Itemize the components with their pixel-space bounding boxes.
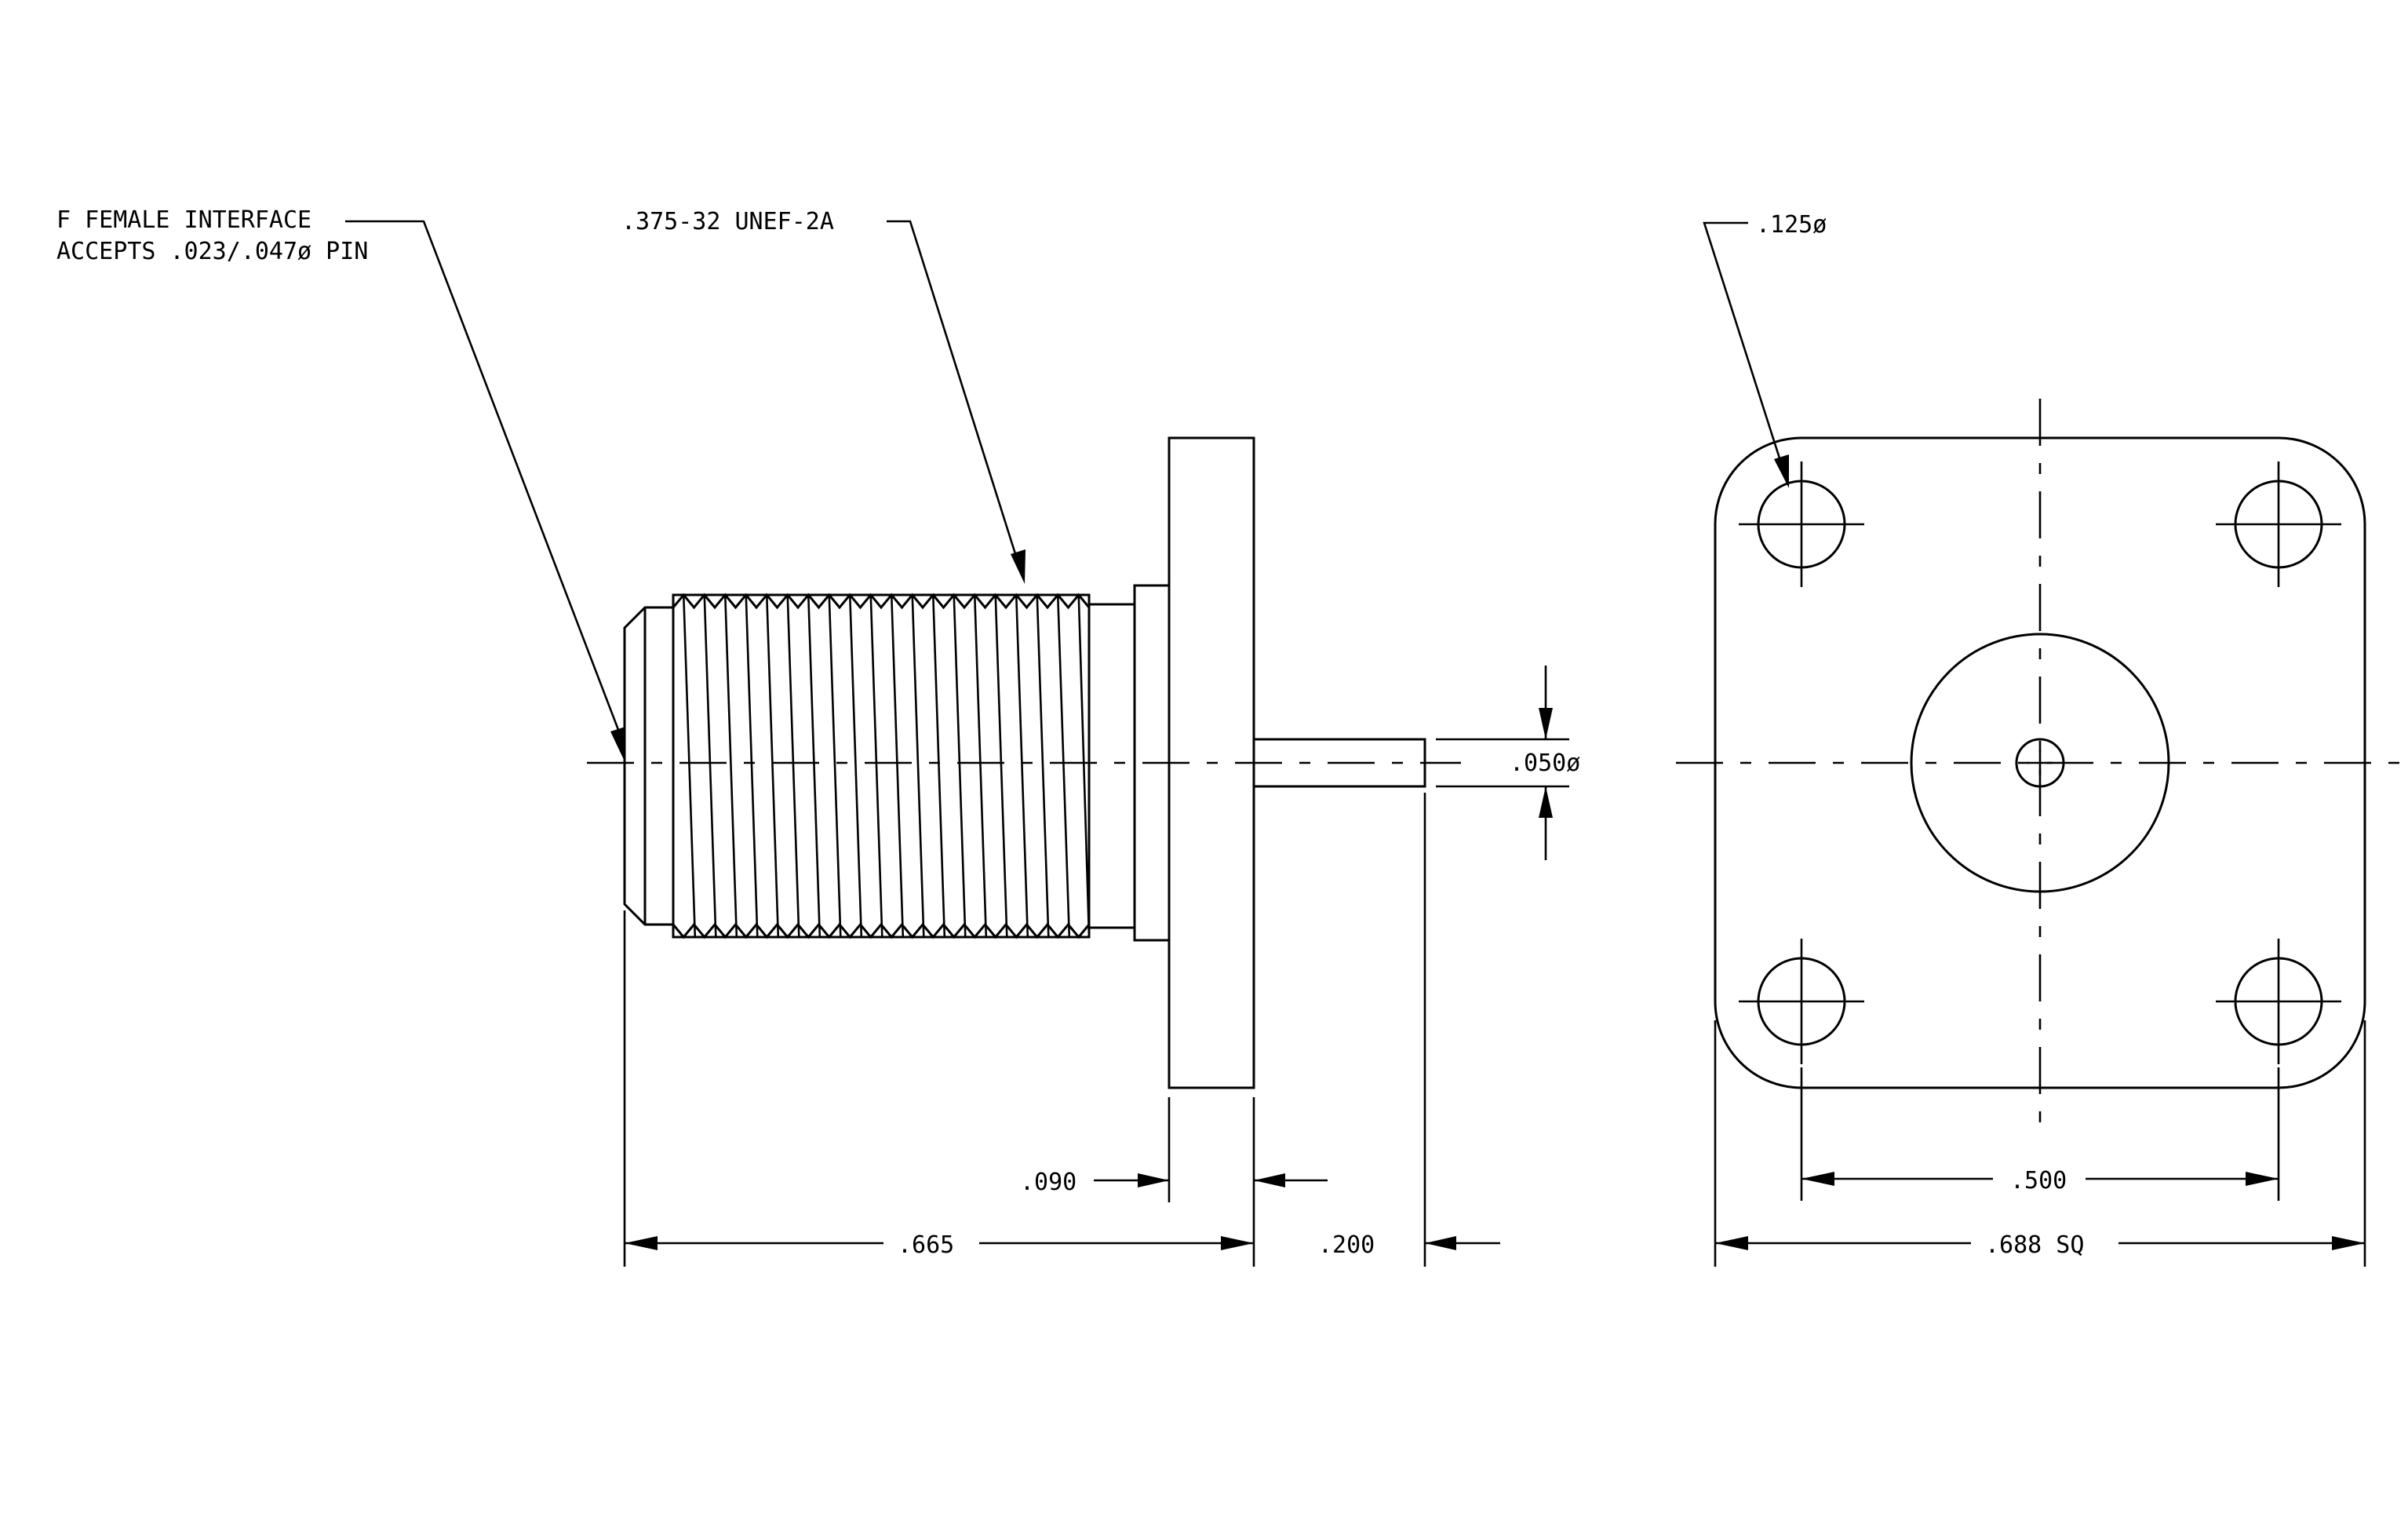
hole-spacing-label: .500 <box>2010 1167 2067 1195</box>
hole-spacing-dimension: .500 <box>1801 1167 2279 1195</box>
side-view: .050ø F FEMALE INTERFACE ACCEPTS .023/.0… <box>56 206 1580 1267</box>
thread-helix-line <box>765 594 780 938</box>
thread-helix-line <box>931 594 946 938</box>
rear-pin <box>1252 738 1426 788</box>
connector-nose <box>623 606 675 926</box>
thread-helix-line <box>745 594 759 938</box>
interface-label-line1: F FEMALE INTERFACE <box>56 206 311 234</box>
pin-dia-label: .050ø <box>1510 750 1580 777</box>
thread-helix-line <box>1036 594 1050 938</box>
thread-callout: .375-32 UNEF-2A <box>621 208 1025 584</box>
body-neck <box>1087 603 1136 929</box>
thread-helix-line <box>911 594 925 938</box>
center-contact <box>2015 738 2065 788</box>
thread-helix-line <box>953 594 967 938</box>
thread-helix-line <box>890 594 905 938</box>
thread-pattern <box>672 593 1091 939</box>
thread-helix-line <box>1015 594 1029 938</box>
thread-helix-line <box>807 594 821 938</box>
thread-helix-line <box>786 594 800 938</box>
thread-helix-line <box>1077 594 1091 938</box>
thread-crest-line <box>672 593 1091 610</box>
flange-thickness-label: .090 <box>1020 1169 1076 1196</box>
flange-thickness-dimension: .090 <box>1020 1169 1328 1196</box>
thread-helix-line <box>869 594 883 938</box>
pin-dia-dimension: .050ø <box>1436 666 1580 860</box>
hole-dia-callout: .125ø <box>1703 211 1827 488</box>
interface-callout: F FEMALE INTERFACE ACCEPTS .023/.047ø PI… <box>56 206 625 761</box>
thread-helix-line <box>828 594 842 938</box>
body-length-label: .665 <box>898 1231 954 1259</box>
mounting-hole-top-left <box>1739 461 1864 587</box>
center-boss <box>1910 633 2170 893</box>
thread-helix-line <box>723 594 738 938</box>
thread-label: .375-32 UNEF-2A <box>621 208 834 235</box>
thread-helix-line <box>973 594 988 938</box>
body-length-dimension: .665 <box>625 1231 1254 1259</box>
mounting-hole-bottom-right <box>2216 939 2341 1064</box>
mounting-hole-bottom-left <box>1739 939 1864 1064</box>
pin-length-label: .200 <box>1318 1231 1375 1259</box>
thread-helix-line <box>1056 594 1071 938</box>
front-view: .125ø .500 .688 SQ <box>1676 211 2404 1267</box>
flange-square-dimension: .688 SQ <box>1715 1231 2365 1259</box>
mounting-hole-top-right <box>2216 461 2341 587</box>
interface-label-line2: ACCEPTS .023/.047ø PIN <box>56 238 368 265</box>
thread-helix-line <box>848 594 863 938</box>
pin-length-dimension: .200 <box>1318 1231 1500 1259</box>
thread-helix-line <box>682 594 697 938</box>
thread-helix-line <box>703 594 717 938</box>
flange-square-label: .688 SQ <box>1985 1231 2084 1259</box>
hole-dia-label: .125ø <box>1756 211 1827 239</box>
thread-helix-line <box>994 594 1008 938</box>
